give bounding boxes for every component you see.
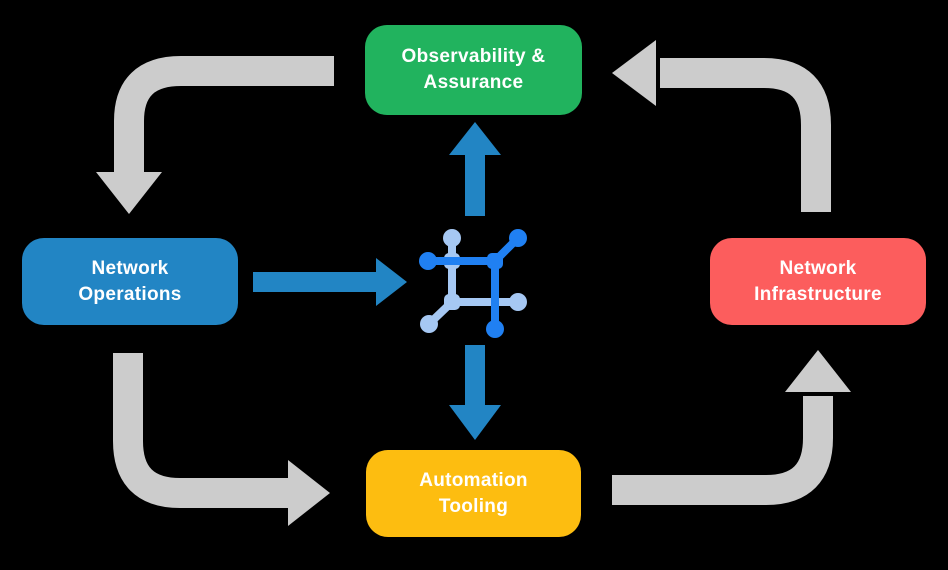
arrow-operations-to-automation [113,353,292,508]
arrow-observability-to-operations-arrowhead [96,172,162,214]
arrow-automation-to-infrastructure-arrowhead [785,350,851,392]
arrow-center-to-observability-arrowhead [449,122,501,155]
network-mesh-icon-light-dot-bottomleft [420,315,438,333]
node-observability-assurance: Observability & Assurance [365,25,582,115]
arrow-operations-to-automation-arrowhead [288,460,330,526]
node-observability-assurance-label: Observability & Assurance [401,46,546,93]
network-mesh-icon-light-dot-right [509,293,527,311]
arrow-automation-to-infrastructure [612,396,833,505]
node-automation-tooling: Automation Tooling [366,450,581,537]
network-mesh-icon-dark-dot-topright [509,229,527,247]
node-automation-tooling-label: Automation Tooling [419,469,528,517]
network-mesh-icon-dark-dot-left [419,252,437,270]
network-mesh-icon-light-dot-top [443,229,461,247]
arrow-infrastructure-to-observability [660,58,831,212]
node-network-infrastructure-label: Network Infrastructure [754,257,882,305]
node-network-operations-label: Network Operations [78,257,182,305]
network-mesh-icon-dark-joint-topright [487,253,503,269]
arrow-center-to-automation-arrowhead [449,405,501,440]
node-network-operations: Network Operations [22,238,238,325]
arrow-operations-to-center-arrowhead [376,258,407,306]
arrow-observability-to-operations [114,56,334,176]
arrow-infrastructure-to-observability-arrowhead [612,40,656,106]
network-mesh-icon-dark-dot-bottom [486,320,504,338]
node-network-infrastructure: Network Infrastructure [710,238,926,325]
network-mesh-icon-light-joint-bottomleft [444,294,460,310]
